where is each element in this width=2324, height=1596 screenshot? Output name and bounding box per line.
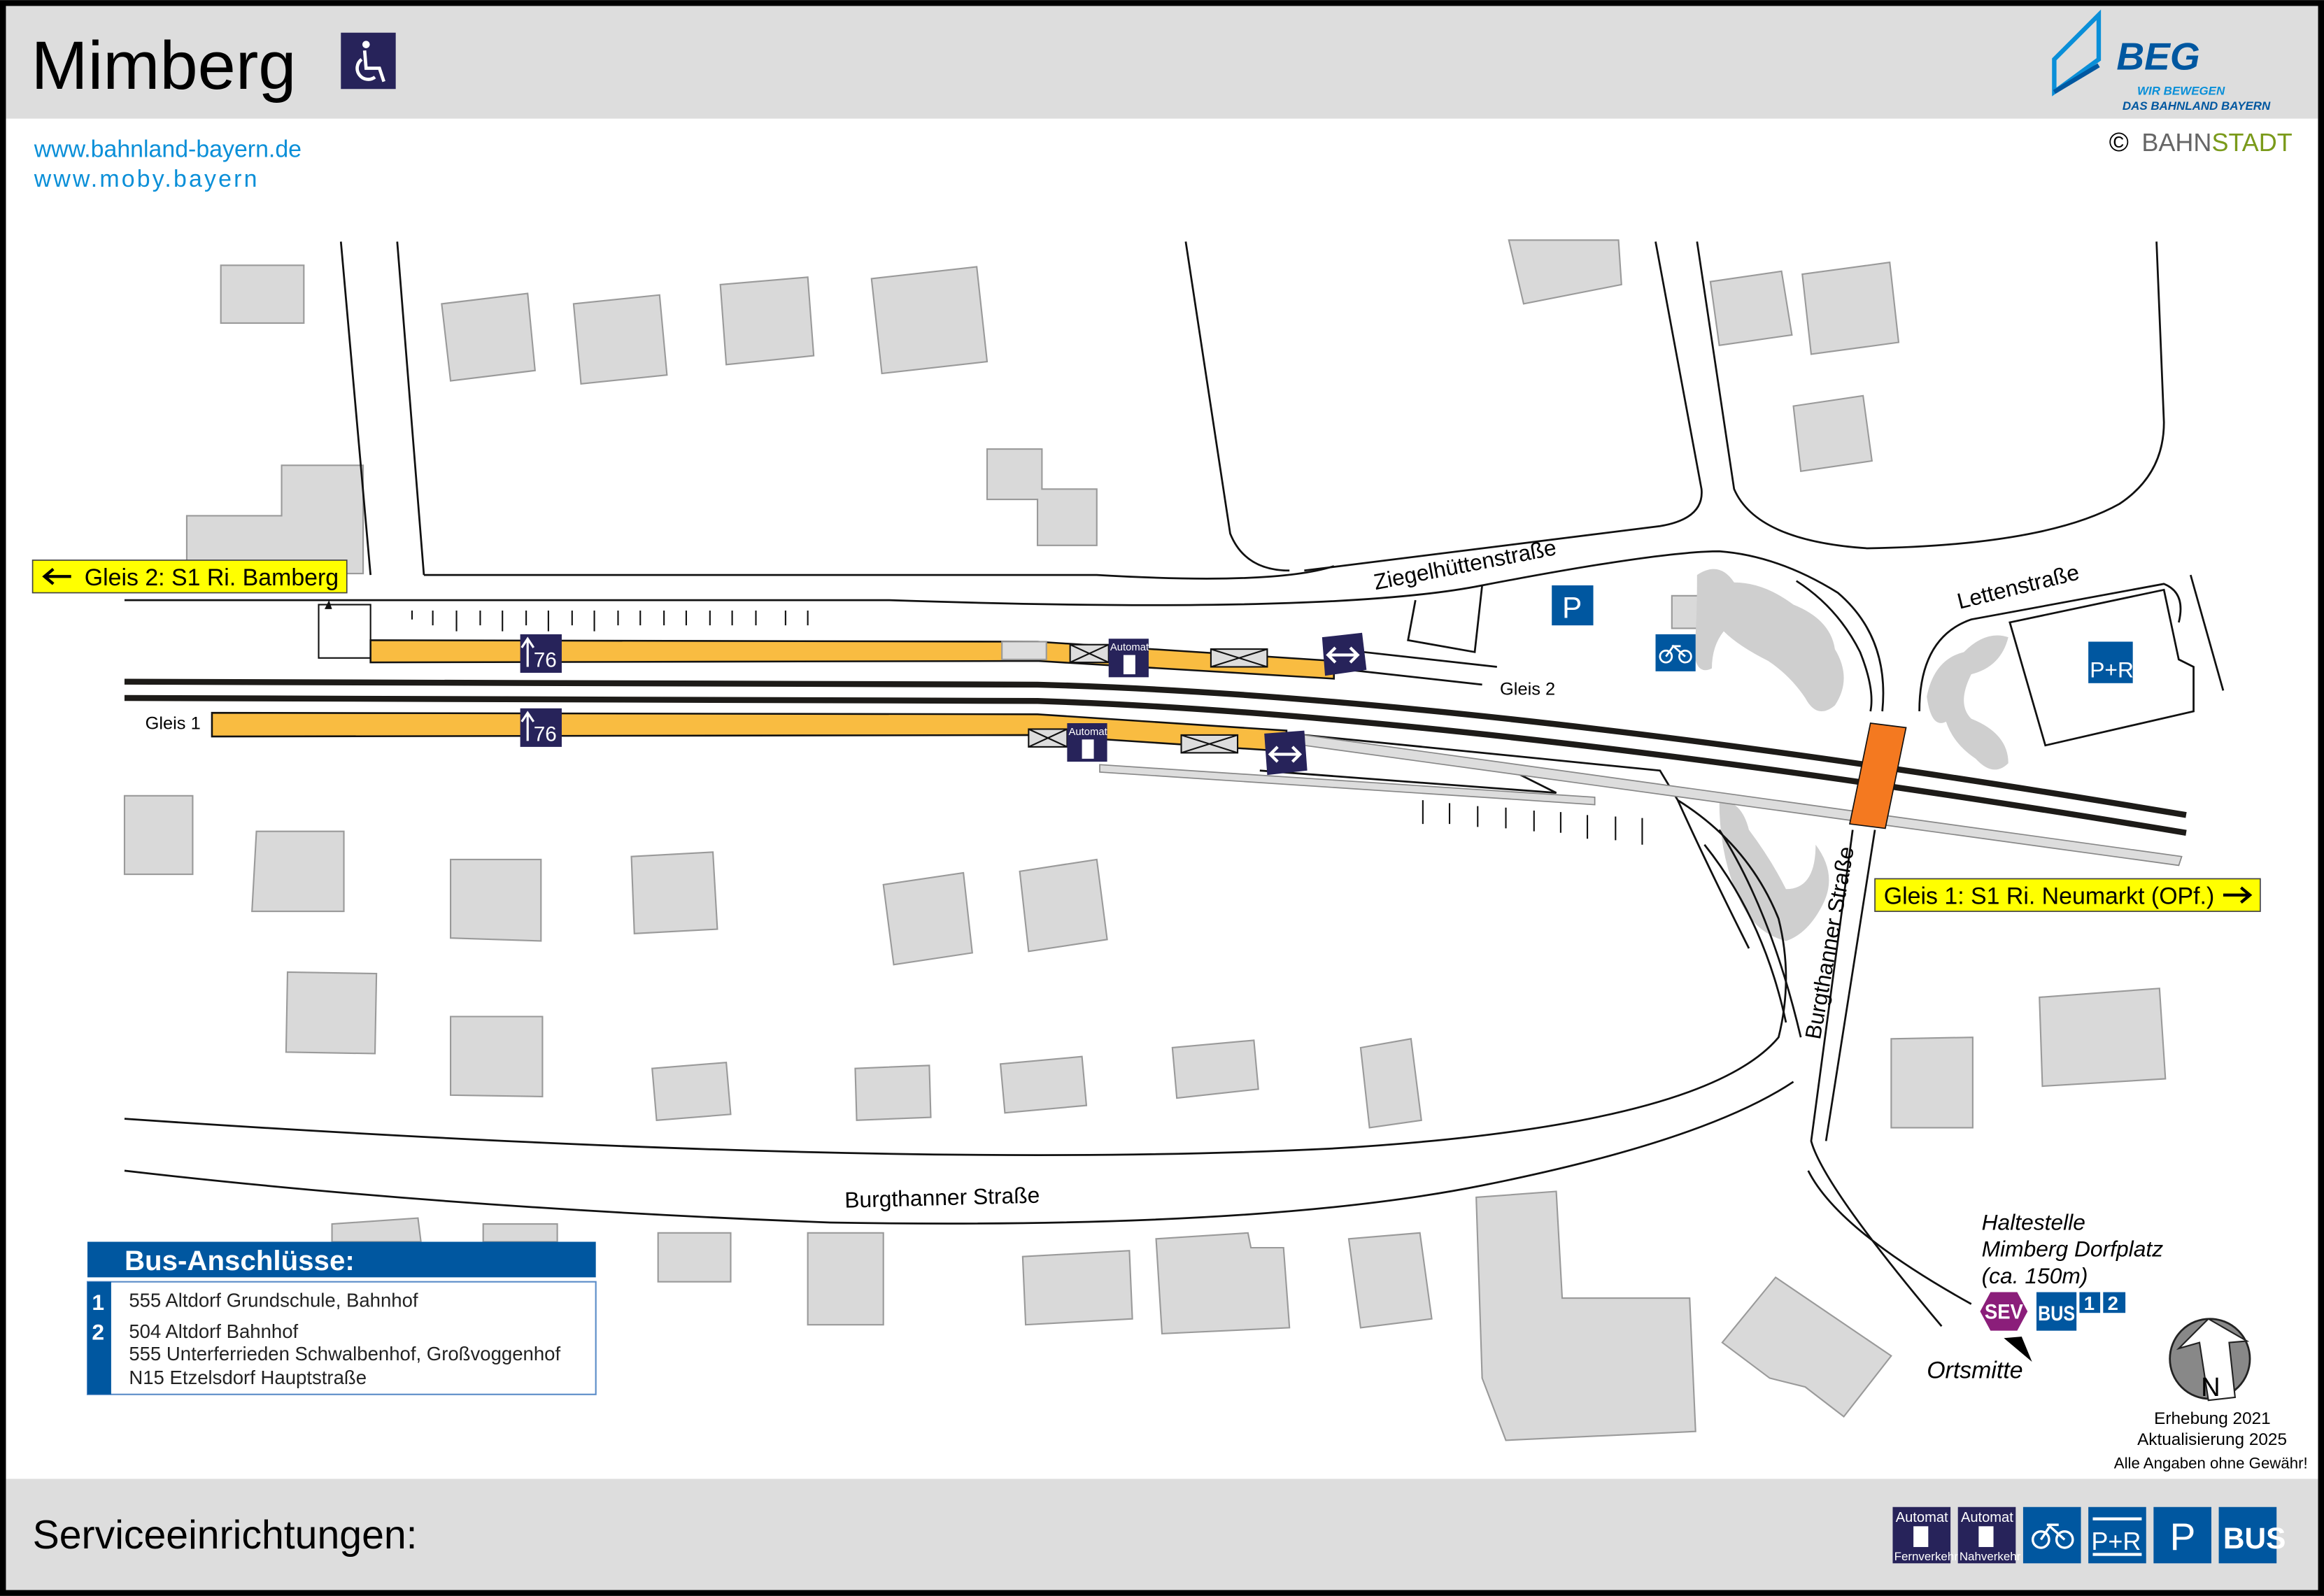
bus-line-2-badge: 2 xyxy=(2103,1292,2126,1314)
sign-number: 76 xyxy=(534,649,557,672)
parking-ticks xyxy=(411,610,1643,845)
bus-stop-title-1: Haltestelle xyxy=(1982,1210,2085,1235)
platform-access-sign-gleis-2: 76 xyxy=(520,634,562,673)
bus-stop-title-2: Mimberg Dorfplatz xyxy=(1982,1237,2164,1262)
ticket-machine-label: Automat xyxy=(1110,642,1149,653)
bicycle-icon xyxy=(1655,634,1696,671)
bus-route: 504 Altdorf Bahnhof xyxy=(129,1320,298,1342)
sev-label: SEV xyxy=(1985,1301,2023,1324)
platform-access-sign-gleis-1: 76 xyxy=(520,708,562,747)
bus-line-1-badge: 1 xyxy=(2079,1292,2101,1314)
service-ticket-machine-nahverkehr: Automat Nahverkehr xyxy=(1957,1506,2021,1564)
bus-group-number: 2 xyxy=(92,1319,104,1344)
sev-icon: SEV xyxy=(1980,1292,2028,1331)
service-park-and-ride-icon: P+R xyxy=(2088,1506,2146,1564)
shelter xyxy=(1001,641,1047,660)
ticket-machine-label: Automat xyxy=(1069,727,1108,738)
bus-route: 555 Altdorf Grundschule, Bahnhof xyxy=(129,1290,418,1311)
buildings xyxy=(123,239,2167,1441)
service-label: BUS xyxy=(2223,1522,2286,1555)
bus-line-number: 1 xyxy=(2084,1292,2095,1314)
update-year: Aktualisierung 2025 xyxy=(2137,1430,2287,1449)
stairs-icon xyxy=(324,600,332,609)
wheelchair-icon xyxy=(341,32,396,90)
footer-title: Serviceeinrichtungen: xyxy=(33,1513,418,1558)
copyright-symbol: © xyxy=(2109,127,2129,157)
service-label-top: Automat xyxy=(1961,1510,2013,1525)
track-label-gleis-2: Gleis 2 xyxy=(1500,680,1555,699)
service-label-top: Automat xyxy=(1896,1510,1948,1525)
service-label: P+R xyxy=(2091,1527,2141,1555)
bus-connections-panel: Bus-Anschlüsse: 1 2 555 Altdorf Grundsch… xyxy=(86,1241,597,1395)
bus-route: 555 Unterferrieden Schwalbenhof, Großvog… xyxy=(129,1343,560,1365)
crossing-arrow-icon-gleis-1 xyxy=(1264,730,1308,776)
bus-route: N15 Etzelsdorf Hauptstraße xyxy=(129,1367,367,1388)
crossing-arrow-icon-gleis-2 xyxy=(1322,632,1367,676)
bahnstadt-copyright: © BAHNSTADT xyxy=(2109,127,2293,157)
bus-icon: BUS xyxy=(2036,1292,2077,1331)
ticket-machine-gleis-1[interactable]: Automat xyxy=(1067,723,1108,762)
parking-label: P xyxy=(1562,592,1582,625)
park-and-ride-icon: P+R xyxy=(2088,641,2134,683)
north-label: N xyxy=(2201,1372,2220,1402)
link-bahnland[interactable]: www.bahnland-bayern.de xyxy=(34,136,302,163)
weather-shelters xyxy=(1028,643,1268,754)
direction-text: Gleis 2: S1 Ri. Bamberg xyxy=(85,564,339,591)
logo-tagline-2: DAS BAHNLAND BAYERN xyxy=(2123,99,2271,113)
park-and-ride-label: P+R xyxy=(2090,657,2134,682)
survey-info: Erhebung 2021 Aktualisierung 2025 Alle A… xyxy=(2114,1409,2308,1472)
service-ticket-machine-fernverkehr: Automat Fernverkehr xyxy=(1892,1506,1959,1564)
link-moby[interactable]: www.moby.bayern xyxy=(34,166,260,192)
logo-tagline-1: WIR BEWEGEN xyxy=(2137,85,2225,98)
direction-arrow-icon xyxy=(2004,1337,2032,1362)
street-burgthanner-horizontal: Burgthanner Straße xyxy=(844,1183,1040,1213)
disclaimer: Alle Angaben ohne Gewähr! xyxy=(2114,1455,2308,1472)
beg-logo: BEG WIR BEWEGEN DAS BAHNLAND BAYERN xyxy=(2052,9,2271,113)
page-title: Mimberg xyxy=(31,27,296,104)
vegetation xyxy=(1694,569,2008,941)
ortsmitte-label: Ortsmitte xyxy=(1927,1357,2022,1383)
service-parking-icon: P xyxy=(2153,1506,2211,1564)
bus-line-number: 2 xyxy=(2108,1292,2118,1314)
service-bicycle-icon xyxy=(2022,1506,2081,1564)
bus-label: BUS xyxy=(2038,1302,2075,1325)
parking-icon: P xyxy=(1552,585,1594,626)
svg-text:BAHNSTADT: BAHNSTADT xyxy=(2141,128,2292,157)
service-label: P xyxy=(2170,1515,2196,1558)
service-bus-icon: BUS xyxy=(2218,1506,2286,1564)
level-crossing xyxy=(1849,722,1907,829)
roads xyxy=(124,241,2225,1327)
copyright-part2: STADT xyxy=(2211,128,2292,157)
logo-text: BEG xyxy=(2116,35,2199,78)
track-gleis-2 xyxy=(124,678,2187,818)
bus-connections-title: Bus-Anschlüsse: xyxy=(125,1245,355,1276)
sign-number: 76 xyxy=(534,722,557,746)
track-label-gleis-1: Gleis 1 xyxy=(146,713,201,733)
survey-year: Erhebung 2021 xyxy=(2154,1409,2271,1428)
copyright-part1: BAHN xyxy=(2141,128,2211,157)
track-gleis-1 xyxy=(124,694,2187,836)
service-label-bottom: Nahverkehr xyxy=(1960,1550,2021,1563)
bus-group-number: 1 xyxy=(92,1290,104,1315)
direction-label-gleis-2: Gleis 2: S1 Ri. Bamberg xyxy=(31,560,348,594)
bus-stop-info: Haltestelle Mimberg Dorfplatz (ca. 150m) xyxy=(1982,1210,2164,1288)
service-label-bottom: Fernverkehr xyxy=(1894,1550,1959,1563)
bus-stop-distance: (ca. 150m) xyxy=(1982,1263,2088,1288)
north-arrow-icon: N xyxy=(2169,1318,2251,1402)
ticket-machine-gleis-2[interactable]: Automat xyxy=(1108,639,1149,678)
direction-label-gleis-1: Gleis 1: S1 Ri. Neumarkt (OPf.) xyxy=(1874,878,2261,912)
direction-text: Gleis 1: S1 Ri. Neumarkt (OPf.) xyxy=(1884,883,2214,909)
